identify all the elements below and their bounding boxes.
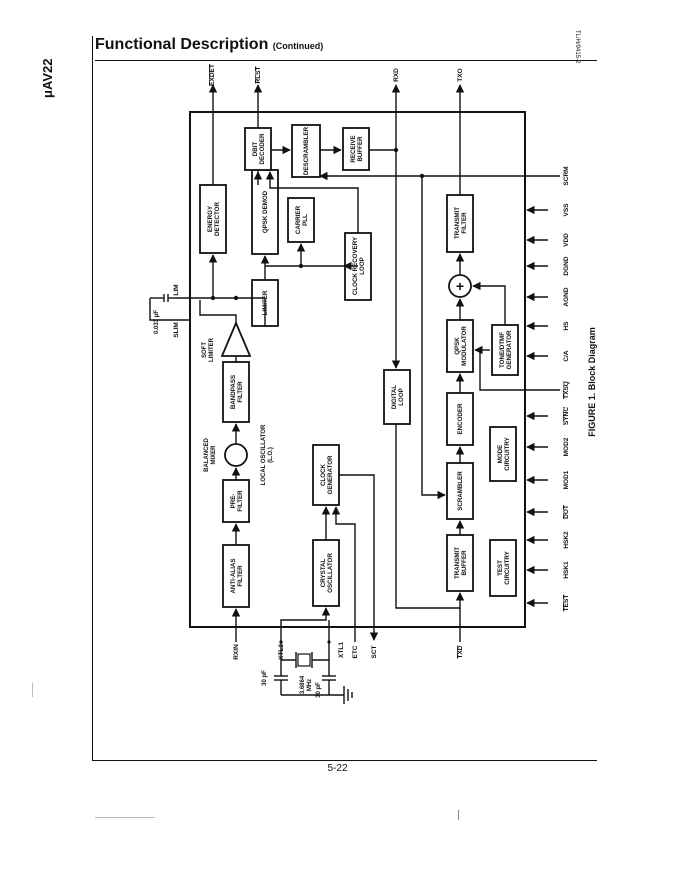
descrambler-block xyxy=(291,124,321,178)
test-circuitry-label: TESTCIRCUITRY xyxy=(497,550,511,584)
soft-limiter-symbol xyxy=(220,320,252,357)
scan-mark xyxy=(32,683,33,697)
pin-hs: HS xyxy=(563,321,570,331)
mode-circuitry-label: MODECIRCUITRY xyxy=(497,436,511,470)
pin-xtl2: XTL2 xyxy=(278,644,285,660)
pin-hsk1: HSK1 xyxy=(563,561,570,579)
pin-dgnd: DGND xyxy=(563,256,570,275)
pin-dot: DOT xyxy=(563,505,570,519)
qpsk-demod-block xyxy=(251,169,279,255)
header-rule xyxy=(95,60,597,61)
scrambler-label: SCRAMBLER xyxy=(457,471,464,511)
pin-mod2: MOD2 xyxy=(563,437,570,456)
dbit-decoder-label: DBITDECODER xyxy=(252,133,266,164)
pin-slim: SLIM xyxy=(173,322,180,338)
pin-txsq: TXSQ xyxy=(563,381,570,399)
energy-detector-block xyxy=(199,184,227,254)
pin-sct: SCT xyxy=(371,645,378,658)
scan-mark xyxy=(458,810,459,820)
pin-scrm: SCRM xyxy=(563,166,570,185)
left-rule xyxy=(92,36,93,761)
footer-rule xyxy=(92,760,597,761)
pin-vss: VSS xyxy=(563,203,570,217)
cap1-label: 30 pF xyxy=(262,670,268,686)
pin-txo: TXO xyxy=(457,68,464,81)
pin-etc: ETC xyxy=(352,645,359,658)
pin-txd: TXD xyxy=(457,645,464,658)
pin-test: TEST xyxy=(563,595,570,612)
carrier-pll-label: CARRIERPLL xyxy=(295,205,309,234)
pin-vdd: VDD xyxy=(563,233,570,247)
test-circuitry-block xyxy=(489,539,517,597)
encoder-label: ENCODER xyxy=(457,403,464,434)
cap-lim-label: 0.033 μF xyxy=(154,310,160,334)
cap2-label: 30 pF xyxy=(316,682,322,698)
chip-outline xyxy=(189,111,526,628)
qpsk-modulator-block xyxy=(446,319,474,373)
crystal-oscillator-block xyxy=(312,539,340,607)
pin-xtl1: XTL1 xyxy=(338,642,345,658)
digital-loop-block xyxy=(383,369,411,425)
local-oscillator-label: LOCAL OSCILLATOR(L.O.) xyxy=(261,424,274,485)
pin-rxin: RXIN xyxy=(233,644,240,660)
pin-exdet: EXDET xyxy=(209,64,216,86)
descrambler-label: DESCRAMBLER xyxy=(303,126,310,175)
pin-agnd: AGND xyxy=(563,287,570,306)
figure-caption: FIGURE 1. Block Diagram xyxy=(587,327,597,437)
carrier-pll-block xyxy=(287,197,315,243)
scan-mark xyxy=(95,817,155,818)
crystal-freq-label: 3.6864MHz xyxy=(300,675,313,694)
pin-lim: LIM xyxy=(173,284,180,295)
qpsk-modulator-label: QPSKMODULATOR xyxy=(454,326,468,366)
soft-limiter-label: SOFTLIMITER xyxy=(202,337,215,362)
bandpass-label: BANDPASSFILTER xyxy=(230,375,244,409)
crystal-oscillator-label: CRYSTALOSCILLATOR xyxy=(320,553,334,593)
pin-hsk2: HSK2 xyxy=(563,531,570,549)
section-title-text: Functional Description xyxy=(95,36,269,53)
pre-filter-label: PRE-FILTER xyxy=(230,490,244,512)
pin-rxd: RXD xyxy=(393,68,400,82)
mode-circuitry-block xyxy=(489,426,517,482)
pin-ca: C/A xyxy=(563,350,570,362)
anti-alias-filter-block xyxy=(222,544,250,608)
pin-rlst: RLST xyxy=(255,66,262,83)
transmit-filter-label: TRANSMITFILTER xyxy=(454,207,468,239)
receive-buffer-block xyxy=(342,127,370,171)
balanced-mixer-symbol xyxy=(224,443,248,467)
anti-alias-label: ANTI-ALIASFILTER xyxy=(230,558,244,593)
pin-mod1: MOD1 xyxy=(563,470,570,489)
tone-dtmf-label: TONE/DTMFGENERATOR xyxy=(499,330,513,369)
energy-detector-label: ENERGYDETECTOR xyxy=(207,202,221,236)
encoder-block xyxy=(446,392,474,446)
continued-label: (Continued) xyxy=(272,41,324,51)
summer-plus: + xyxy=(456,278,464,294)
receive-buffer-label: RECEIVEBUFFER xyxy=(350,135,364,162)
pin-sync: SYNC xyxy=(563,407,570,425)
qpsk-demod-label: QPSK DEMOD xyxy=(262,190,269,233)
transmit-buffer-label: TRANSMITBUFFER xyxy=(454,547,468,579)
section-title: Functional Description (Continued) xyxy=(95,36,323,54)
digital-loop-label: DIGITALLOOP xyxy=(391,385,405,410)
balanced-mixer-label: BALANCEDMIXER xyxy=(204,438,217,472)
page-number: 5-22 xyxy=(327,763,348,774)
clock-generator-label: CLOCKGENERATOR xyxy=(320,455,334,494)
